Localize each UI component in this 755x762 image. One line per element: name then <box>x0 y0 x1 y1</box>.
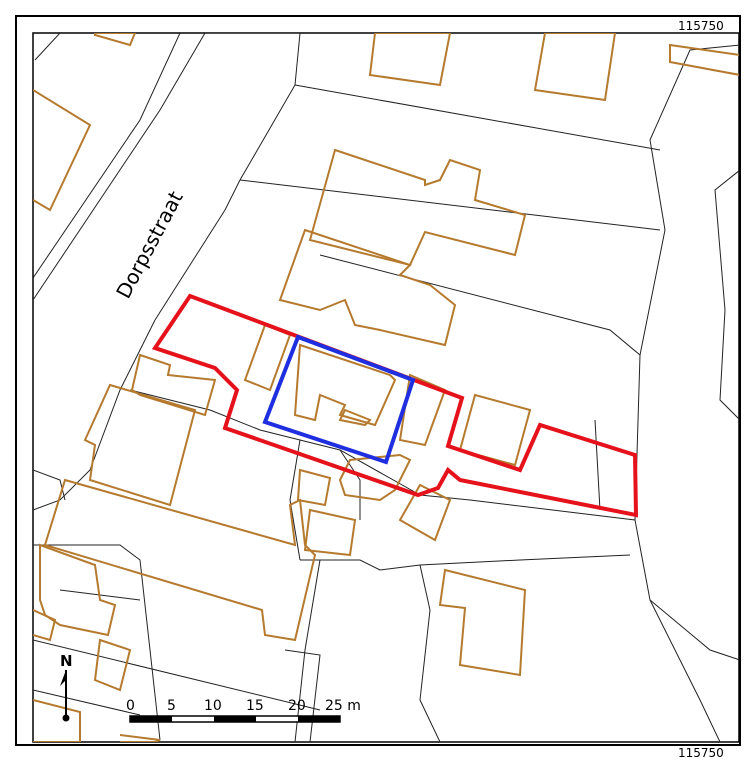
scale-tick-10: 10 <box>204 698 222 714</box>
scale-tick-5: 5 <box>167 698 176 714</box>
building-outlines <box>33 33 739 742</box>
highlight-outline <box>262 334 416 465</box>
outer-frame <box>15 15 741 746</box>
scale-tick-15: 15 <box>246 698 264 714</box>
north-arrow: N <box>60 652 73 722</box>
north-arrow-base-icon <box>62 714 70 722</box>
scale-tick-20: 20 <box>288 698 306 714</box>
plan-area-outline <box>151 293 639 518</box>
scale-bar: 0 5 10 15 20 25 m <box>126 698 361 723</box>
grid-label-bottom: 115750 <box>678 746 724 760</box>
grid-label-top: 115750 <box>678 19 724 33</box>
scale-tick-25: 25 m <box>325 698 361 714</box>
scale-tick-0: 0 <box>126 698 135 714</box>
north-label: N <box>60 652 73 670</box>
